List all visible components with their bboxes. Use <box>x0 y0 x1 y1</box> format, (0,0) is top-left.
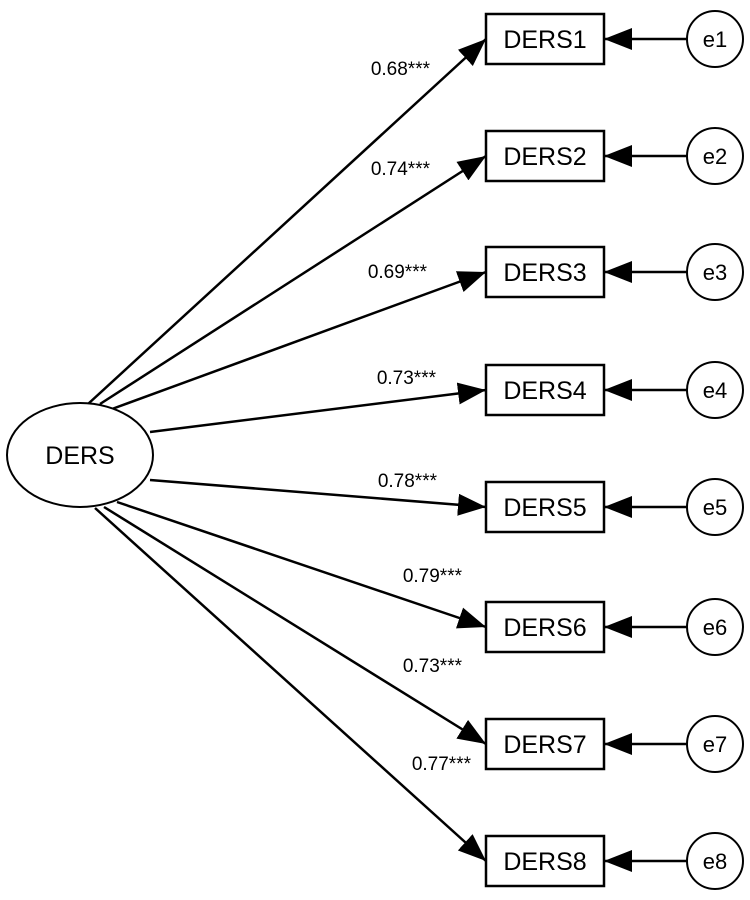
error-paths <box>604 28 687 872</box>
error-label: e5 <box>703 495 727 520</box>
indicator-label: DERS6 <box>503 614 586 642</box>
indicator-label: DERS5 <box>503 494 586 522</box>
loading-labels: 0.68*** 0.74*** 0.69*** 0.73*** 0.78*** 0.79*… <box>368 59 472 775</box>
latent-node-ders: DERS <box>6 402 154 508</box>
error-circle <box>686 715 744 773</box>
indicator-box <box>484 600 606 654</box>
error-label: e4 <box>703 378 727 403</box>
indicator-node-ders7: DERS7 <box>484 717 606 771</box>
loading-path-ders5 <box>149 478 487 516</box>
loading-path-ders8 <box>94 507 487 862</box>
error-circle <box>686 10 744 68</box>
error-label: e1 <box>703 27 727 52</box>
error-node-e8: e8 <box>686 832 744 890</box>
error-circle <box>686 832 744 890</box>
loading-label-ders2: 0.74*** <box>371 159 431 180</box>
loading-path-ders3 <box>111 270 487 411</box>
indicator-node-ders6: DERS6 <box>484 600 606 654</box>
loading-path-ders7 <box>103 505 487 746</box>
error-node-e2: e2 <box>686 127 744 185</box>
loading-path-ders2 <box>99 154 487 406</box>
loading-path-ders6 <box>116 500 487 629</box>
indicator-node-ders4: DERS4 <box>484 363 606 417</box>
error-label: e3 <box>703 260 727 285</box>
indicator-box <box>484 363 606 417</box>
loading-path-ders1 <box>87 38 487 405</box>
loading-label-ders7: 0.73*** <box>403 656 463 677</box>
error-circle <box>686 361 744 419</box>
loading-label-ders8: 0.77*** <box>412 754 472 775</box>
latent-ellipse <box>6 402 154 508</box>
error-circle <box>686 243 744 301</box>
indicator-box <box>484 12 606 66</box>
loading-label-ders3: 0.69*** <box>368 262 428 283</box>
indicator-label: DERS3 <box>503 259 586 287</box>
error-node-e1: e1 <box>686 10 744 68</box>
loading-path-ders4 <box>149 382 487 434</box>
error-label: e2 <box>703 144 727 169</box>
indicator-node-ders2: DERS2 <box>484 129 606 183</box>
error-node-e3: e3 <box>686 243 744 301</box>
error-circle <box>686 598 744 656</box>
indicator-box <box>484 717 606 771</box>
error-label: e8 <box>703 849 727 874</box>
error-node-e6: e6 <box>686 598 744 656</box>
error-node-e7: e7 <box>686 715 744 773</box>
error-circle <box>686 478 744 536</box>
indicator-node-ders5: DERS5 <box>484 480 606 534</box>
latent-label: DERS <box>45 442 114 470</box>
indicator-label: DERS8 <box>503 848 586 876</box>
indicator-box <box>484 245 606 299</box>
indicator-node-ders1: DERS1 <box>484 12 606 66</box>
indicator-label: DERS2 <box>503 143 586 171</box>
indicator-node-ders8: DERS8 <box>484 834 606 888</box>
loading-paths <box>87 38 487 862</box>
indicator-label: DERS7 <box>503 731 586 759</box>
loading-label-ders4: 0.73*** <box>377 368 437 389</box>
indicator-label: DERS1 <box>503 26 586 54</box>
error-label: e7 <box>703 732 727 757</box>
loading-label-ders6: 0.79*** <box>403 566 463 587</box>
loading-label-ders1: 0.68*** <box>371 59 431 80</box>
indicator-box <box>484 129 606 183</box>
error-node-e5: e5 <box>686 478 744 536</box>
indicator-box <box>484 834 606 888</box>
error-node-e4: e4 <box>686 361 744 419</box>
error-circle <box>686 127 744 185</box>
loading-label-ders5: 0.78*** <box>378 471 438 492</box>
indicator-node-ders3: DERS3 <box>484 245 606 299</box>
indicator-box <box>484 480 606 534</box>
error-label: e6 <box>703 615 727 640</box>
indicator-label: DERS4 <box>503 377 586 405</box>
